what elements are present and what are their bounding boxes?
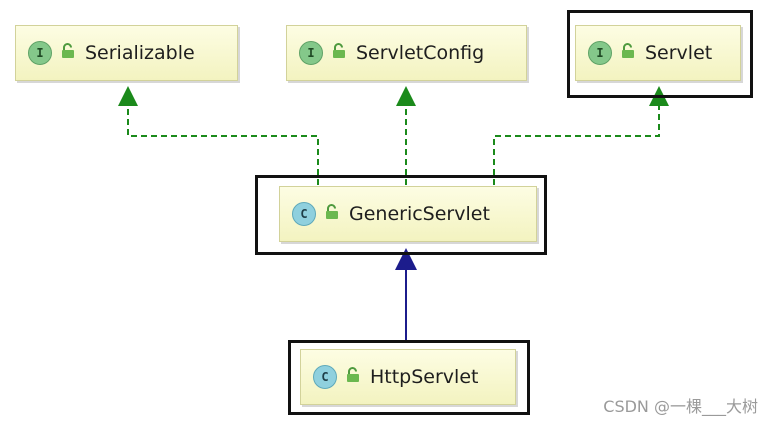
class-icon: C [313, 365, 337, 389]
interface-icon: I [28, 41, 52, 65]
public-lock-icon [346, 366, 360, 388]
implements-arrowhead-servletconfig [396, 86, 416, 106]
public-lock-icon [332, 42, 346, 64]
node-httpservlet[interactable]: C HttpServlet [300, 349, 516, 405]
public-lock-icon [61, 42, 75, 64]
extends-arrowhead-httpservlet [395, 248, 417, 270]
interface-icon: I [588, 41, 612, 65]
node-label-servletconfig: ServletConfig [356, 42, 485, 64]
node-label-httpservlet: HttpServlet [370, 366, 479, 388]
node-servletconfig[interactable]: I ServletConfig [286, 25, 527, 81]
public-lock-icon [621, 42, 635, 64]
node-serializable[interactable]: I Serializable [15, 25, 238, 81]
public-lock-icon [325, 203, 339, 225]
class-icon: C [292, 202, 316, 226]
node-genericservlet[interactable]: C GenericServlet [279, 186, 537, 242]
highlight-frame-servlet [567, 10, 753, 98]
highlight-frame-httpservlet [288, 340, 530, 415]
node-label-servlet: Servlet [645, 42, 713, 64]
implements-edge-servlet [493, 104, 660, 185]
implements-edge-serializable [127, 104, 319, 185]
node-label-genericservlet: GenericServlet [349, 203, 490, 225]
implements-arrowhead-serializable [118, 86, 138, 106]
watermark: CSDN @一棵___大树 [603, 397, 758, 416]
highlight-frame-genericservlet [255, 175, 547, 255]
node-servlet[interactable]: I Servlet [575, 25, 741, 81]
interface-icon: I [299, 41, 323, 65]
node-label-serializable: Serializable [85, 42, 195, 64]
